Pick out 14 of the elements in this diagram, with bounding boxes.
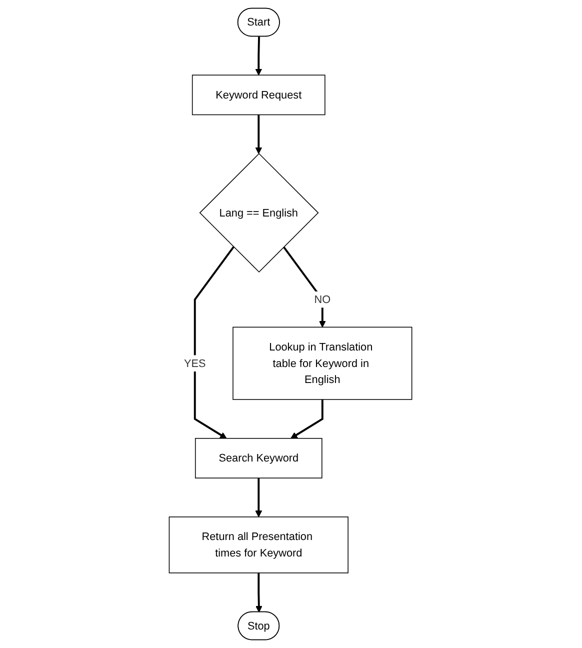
arrow (256, 114, 263, 154)
arrow (283, 246, 326, 328)
edge-label: YES (184, 356, 206, 370)
node-box: Search Keyword (195, 438, 323, 478)
node-diamond: Lang == English (200, 153, 320, 273)
node-box: Lookup in Translation table for Keyword in English (233, 326, 413, 400)
arrow (194, 246, 235, 439)
arrow (256, 36, 263, 76)
node-box: Return all Presentation times for Keyword (169, 516, 349, 574)
arrow (256, 572, 263, 612)
arrow (291, 400, 324, 439)
node-box: Keyword Request (192, 74, 326, 116)
arrow (256, 478, 263, 518)
edge-label: NO (314, 292, 332, 306)
